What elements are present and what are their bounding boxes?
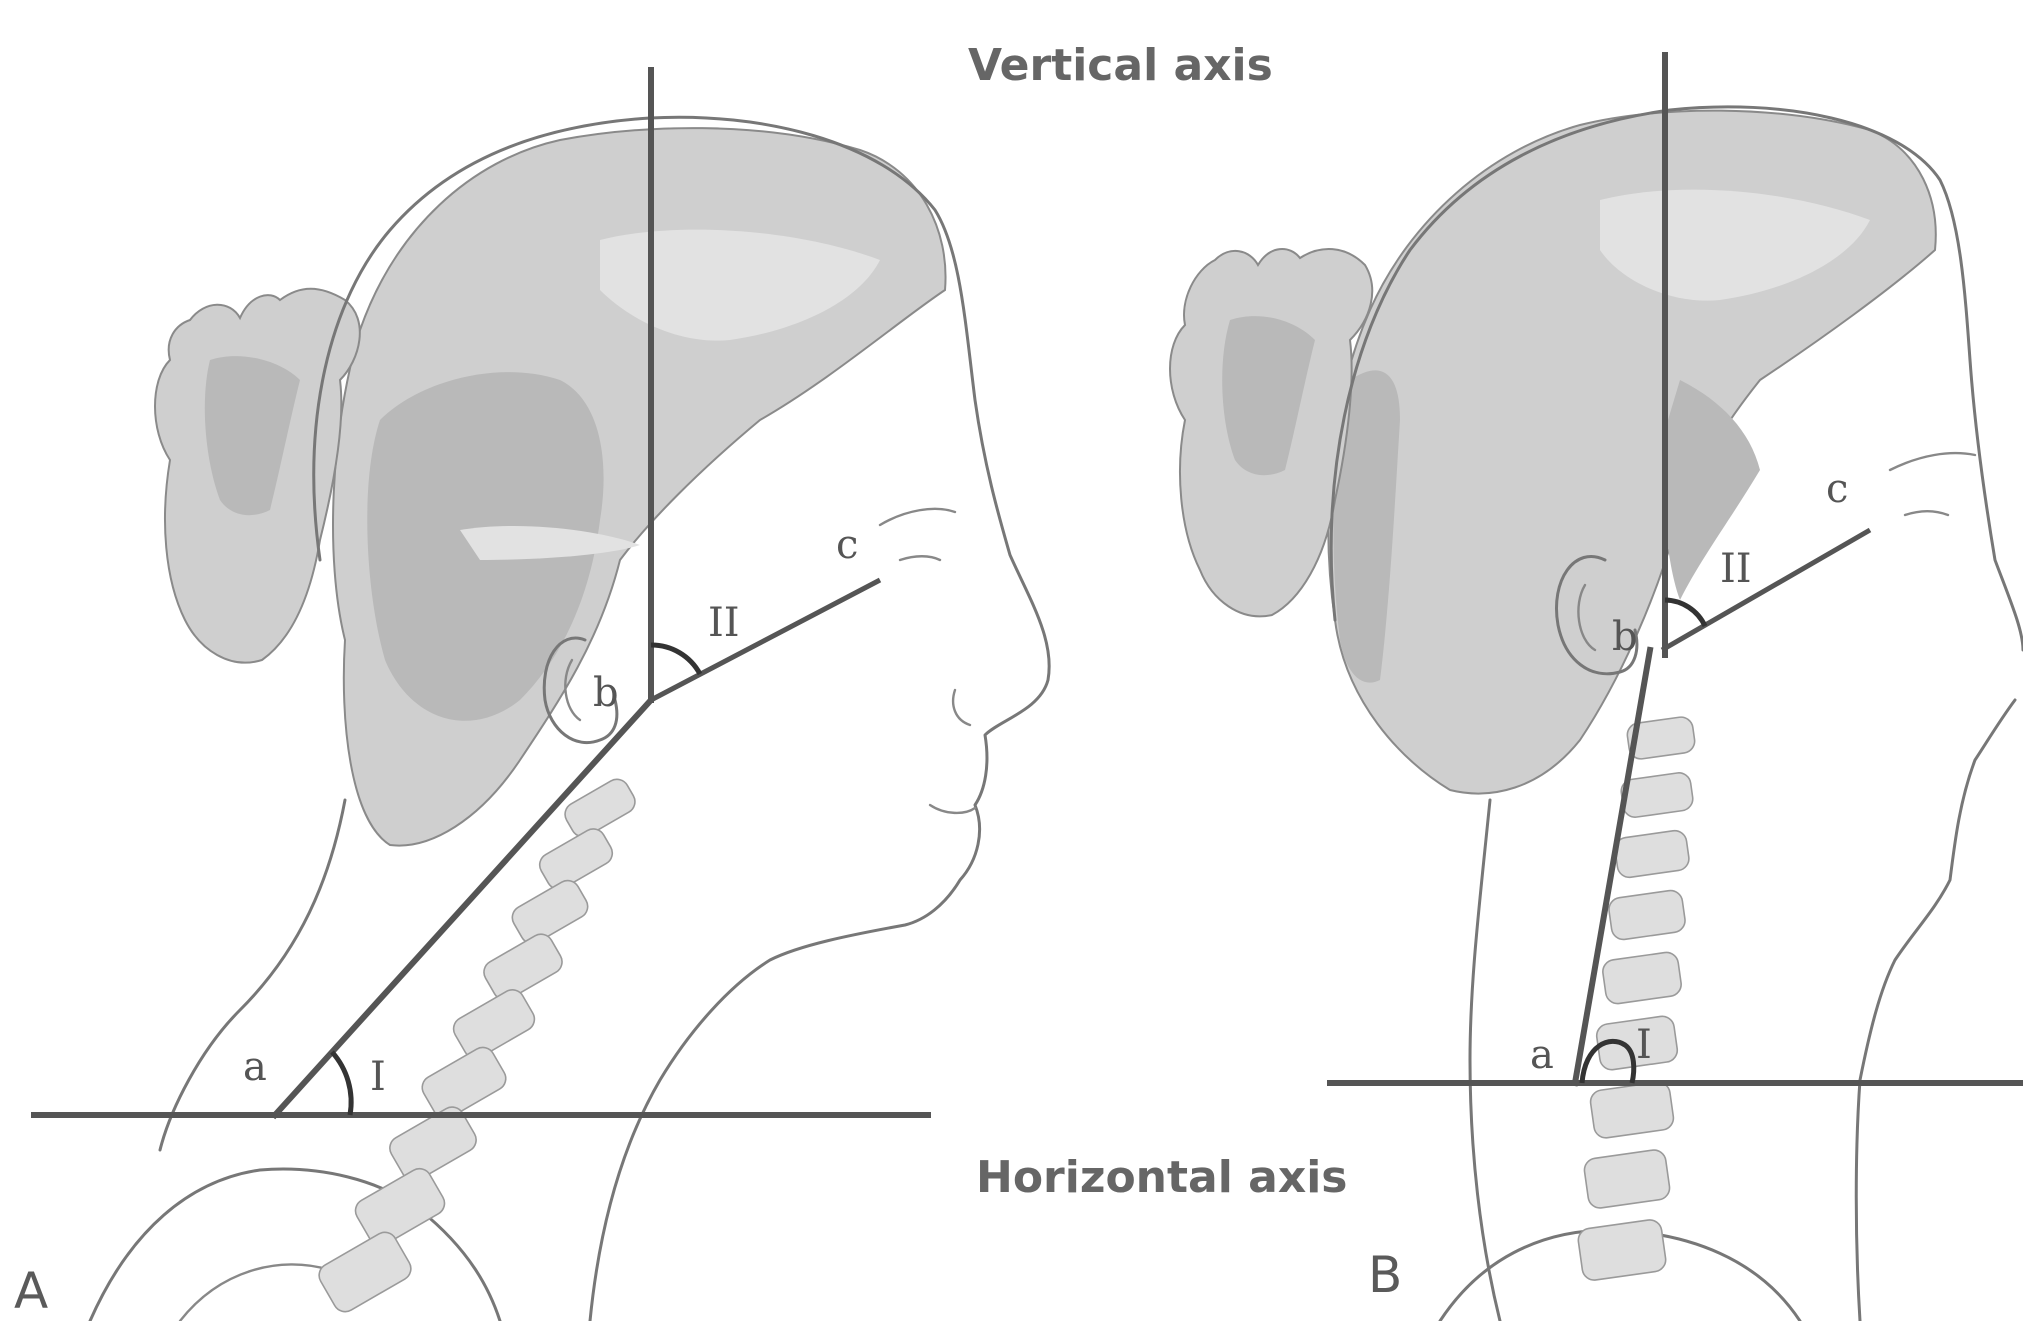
horizontal-axis-title: Horizontal axis [976,1152,1347,1203]
panel-b-angle-one-label: I [1636,1022,1652,1068]
panel-a-head-illustration [90,117,1049,1321]
panel-b-point-a: a [1530,1032,1554,1078]
panel-a-point-c: c [836,522,858,568]
panel-b-angle-two-label: II [1720,546,1752,592]
panel-a-point-b: b [593,670,619,716]
panel-a-point-a: a [243,1044,267,1090]
panel-b-point-b: b [1612,614,1638,660]
panel-a-spine [315,775,640,1316]
panel-b-spine [1577,716,1696,1282]
panel-b-letter: B [1368,1246,1402,1304]
panel-a-angle-two-arc [651,645,700,674]
panel-a-line-bc [651,580,880,700]
panel-a-angle-two-label: II [708,600,740,646]
panel-a-angle-one-label: I [370,1054,386,1100]
panel-b-head-illustration [1170,107,2023,1321]
panel-a-letter: A [14,1262,48,1320]
panel-a-angle-one-arc [332,1052,351,1115]
vertical-axis-title: Vertical axis [968,40,1273,91]
panel-b-point-c: c [1826,466,1848,512]
panel-a: a b c I II [34,70,1049,1321]
panel-b: a b c I II [1170,55,2023,1321]
panel-b-angle-two-arc [1665,600,1705,626]
